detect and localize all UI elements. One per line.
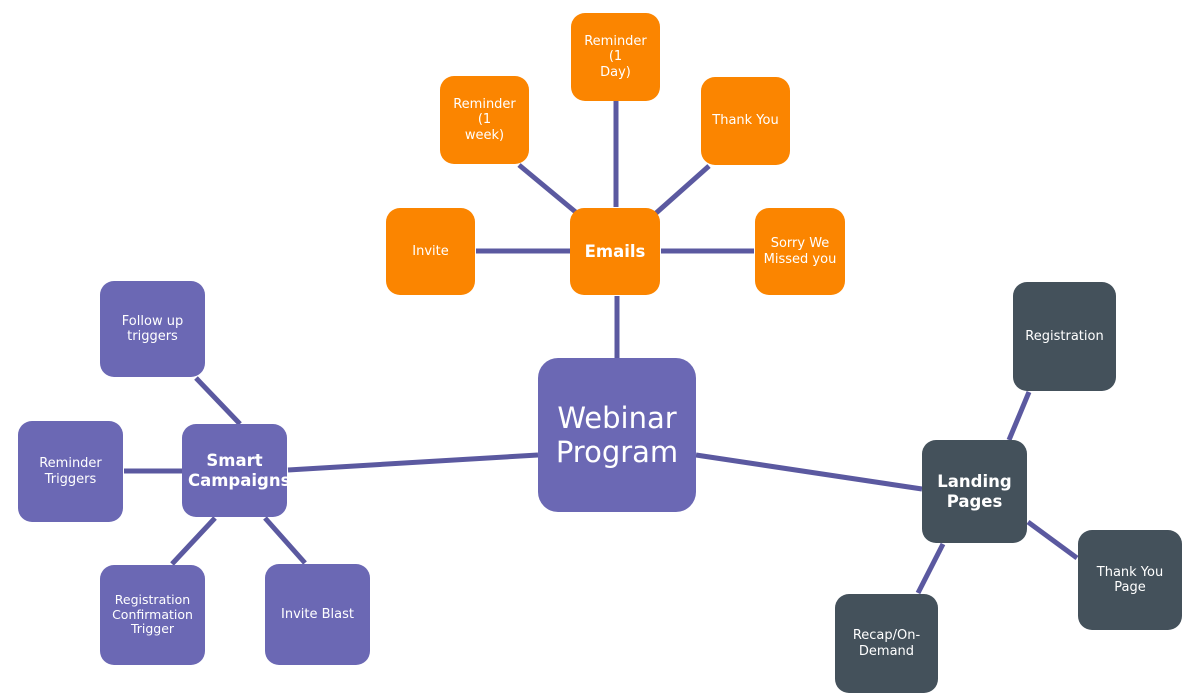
node-label-follow-up-triggers: Follow up triggers xyxy=(121,313,184,344)
node-webinar-program[interactable]: Webinar Program xyxy=(538,358,696,512)
connector-webinar-program-to-landing-pages xyxy=(695,452,923,492)
node-label-reminder-triggers: Reminder Triggers xyxy=(39,456,102,487)
node-label-emails: Emails xyxy=(584,241,646,261)
connector-smart-campaigns-to-follow-up-triggers xyxy=(194,376,242,426)
connector-smart-campaigns-to-invite-blast xyxy=(263,516,307,565)
node-label-reminder-1-day: Reminder (1 Day) xyxy=(584,34,647,80)
node-label-registration-confirmation-trigger: Registration Confirmation Trigger xyxy=(112,591,193,637)
node-thank-you-page[interactable]: Thank You Page xyxy=(1078,530,1182,630)
node-label-invite: Invite xyxy=(412,243,449,259)
connector-webinar-program-to-smart-campaigns xyxy=(287,452,539,473)
connector-landing-pages-to-thank-you-page xyxy=(1026,519,1079,561)
connector-landing-pages-to-recap-on-demand xyxy=(915,542,946,595)
node-invite-blast[interactable]: Invite Blast xyxy=(265,564,370,665)
connector-emails-to-reminder-1-week xyxy=(517,163,580,216)
connector-emails-to-thank-you xyxy=(653,164,711,216)
connector-smart-campaigns-to-registration-confirmation-trigger xyxy=(170,516,217,566)
node-registration-confirmation-trigger[interactable]: Registration Confirmation Trigger xyxy=(100,565,205,665)
node-recap-on-demand[interactable]: Recap/On- Demand xyxy=(835,594,938,693)
node-registration[interactable]: Registration xyxy=(1013,282,1116,391)
node-reminder-triggers[interactable]: Reminder Triggers xyxy=(18,421,123,522)
node-label-thank-you: Thank You xyxy=(712,113,779,129)
node-label-invite-blast: Invite Blast xyxy=(281,606,354,622)
connector-landing-pages-to-registration xyxy=(1006,391,1032,441)
node-label-reminder-1-week: Reminder (1 week) xyxy=(453,97,516,143)
node-thank-you[interactable]: Thank You xyxy=(701,77,790,165)
node-reminder-1-day[interactable]: Reminder (1 Day) xyxy=(571,13,660,101)
node-label-sorry-we-missed-you: Sorry We Missed you xyxy=(763,236,837,267)
node-label-recap-on-demand: Recap/On- Demand xyxy=(852,628,921,659)
node-smart-campaigns[interactable]: Smart Campaigns xyxy=(182,424,291,517)
node-label-thank-you-page: Thank You Page xyxy=(1096,564,1164,595)
node-label-webinar-program: Webinar Program xyxy=(555,400,679,469)
node-reminder-1-week[interactable]: Reminder (1 week) xyxy=(440,76,529,164)
node-label-registration: Registration xyxy=(1025,328,1104,344)
node-label-landing-pages: Landing Pages xyxy=(937,472,1012,511)
node-invite[interactable]: Invite xyxy=(386,208,475,295)
node-follow-up-triggers[interactable]: Follow up triggers xyxy=(100,281,205,377)
node-landing-pages[interactable]: Landing Pages xyxy=(922,440,1027,543)
node-sorry-we-missed-you[interactable]: Sorry We Missed you xyxy=(755,208,845,295)
node-label-smart-campaigns: Smart Campaigns xyxy=(188,451,291,490)
node-emails[interactable]: Emails xyxy=(570,208,660,295)
